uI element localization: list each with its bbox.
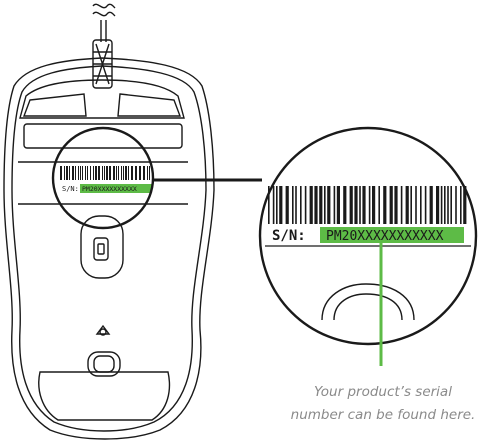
serial-highlight-small — [80, 184, 152, 193]
mouse-cable — [92, 3, 116, 89]
barcode-small — [60, 166, 150, 180]
mouse-serial-label-small: S/N: PM20XXXXXXXXXX — [60, 166, 152, 193]
serial-prefix-small: S/N: — [62, 185, 79, 193]
serial-prefix-large: S/N: — [272, 228, 306, 244]
caption-line-2: number can be found here. — [290, 407, 476, 423]
serial-value-small: PM20XXXXXXXXXX — [82, 185, 137, 193]
serial-highlight-large — [320, 227, 464, 243]
caption-line-1: Your product’s serial — [314, 384, 452, 400]
serial-value-large: PM20XXXXXXXXXXX — [326, 229, 444, 244]
magnified-view: S/N: PM20XXXXXXXXXXX — [258, 126, 478, 346]
mouse-body — [3, 57, 215, 440]
serial-location-caption: Your product’s serial number can be foun… — [283, 381, 483, 427]
barcode-large — [268, 186, 467, 224]
callout-circle-small — [51, 126, 155, 230]
